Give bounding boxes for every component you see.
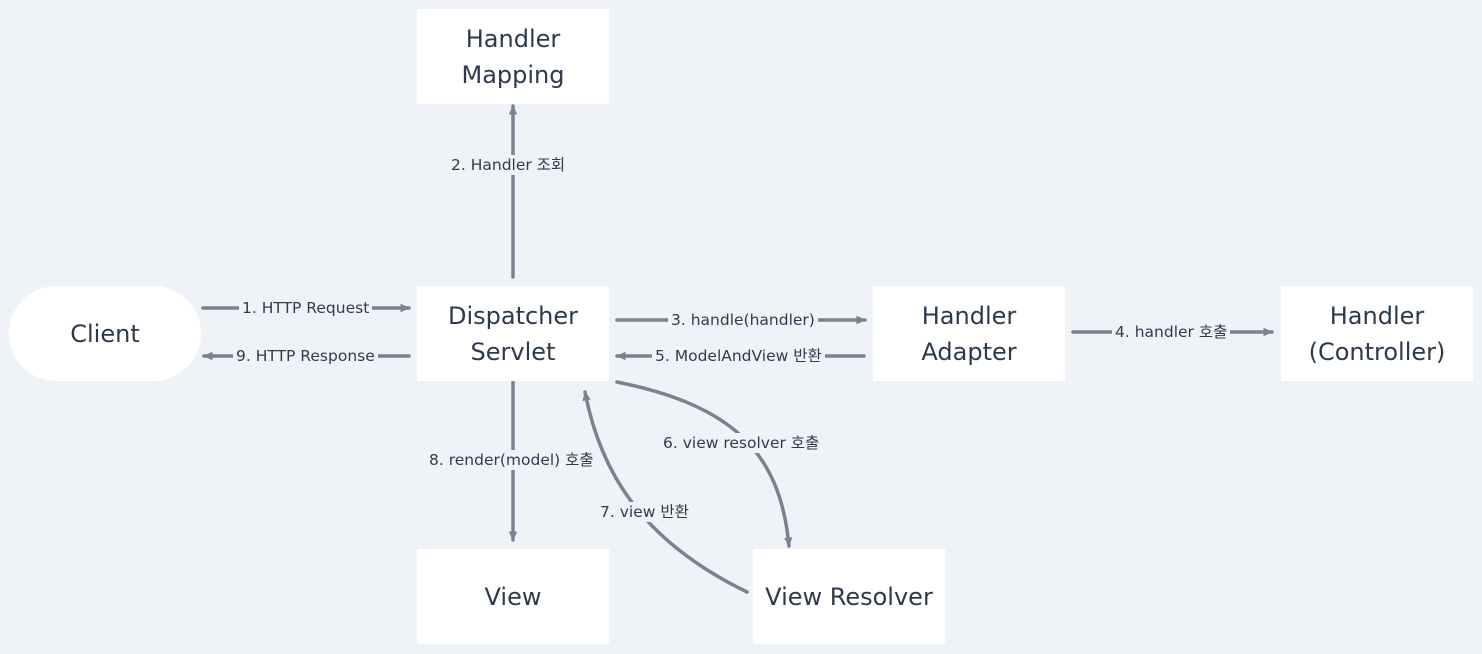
label-render: 8. render(model) 호출 — [426, 450, 597, 470]
label-handle: 3. handle(handler) — [668, 310, 818, 330]
view-resolver-node: View Resolver — [753, 549, 945, 644]
label-http-response: 9. HTTP Response — [233, 346, 378, 366]
handler-mapping-node: Handler Mapping — [417, 9, 609, 104]
dispatcher-servlet-node: Dispatcher Servlet — [417, 286, 609, 381]
label-http-request: 1. HTTP Request — [239, 298, 373, 318]
arrow-view-return — [582, 390, 749, 594]
label-handler-lookup: 2. Handler 조회 — [448, 155, 569, 175]
handler-adapter-node: Handler Adapter — [873, 286, 1065, 381]
client-node: Client — [9, 286, 201, 381]
label-view-resolver-call: 6. view resolver 호출 — [660, 433, 823, 453]
handler-controller-node: Handler (Controller) — [1281, 286, 1473, 381]
view-node: View — [417, 549, 609, 644]
label-modelandview: 5. ModelAndView 반환 — [652, 346, 825, 366]
label-view-return: 7. view 반환 — [597, 502, 692, 522]
label-handler-call: 4. handler 호출 — [1112, 322, 1231, 342]
